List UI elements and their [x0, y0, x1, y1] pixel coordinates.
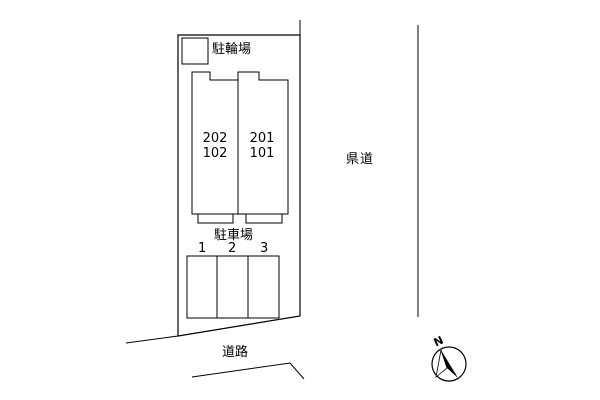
unit-102: 102 — [202, 146, 228, 161]
north-arrow-icon — [431, 346, 467, 382]
unit-201: 201 — [249, 131, 275, 146]
parking-number-2: 2 — [228, 241, 237, 256]
parking-number-1: 1 — [198, 241, 207, 256]
building-right-step — [245, 213, 283, 224]
building-left-step — [197, 213, 234, 224]
parking-label: 駐車場 — [214, 228, 254, 243]
unit-202: 202 — [202, 131, 228, 146]
parking-number-3: 3 — [260, 241, 269, 256]
bicycle-parking-box — [181, 37, 209, 65]
road-label: 道路 — [222, 345, 249, 360]
building-right-outline — [237, 71, 289, 215]
parking-space-2 — [216, 255, 249, 319]
road-edge-upper — [125, 335, 179, 344]
building-right-units: 201 101 — [245, 131, 279, 161]
road-edge-lower — [191, 362, 305, 380]
building-left-units: 202 102 — [198, 131, 232, 161]
parking-space-1 — [186, 255, 218, 319]
bicycle-parking-label: 駐輪場 — [212, 42, 252, 57]
prefectural-road-label: 県道 — [346, 152, 375, 167]
parking-space-3 — [247, 255, 280, 319]
unit-101: 101 — [249, 146, 275, 161]
